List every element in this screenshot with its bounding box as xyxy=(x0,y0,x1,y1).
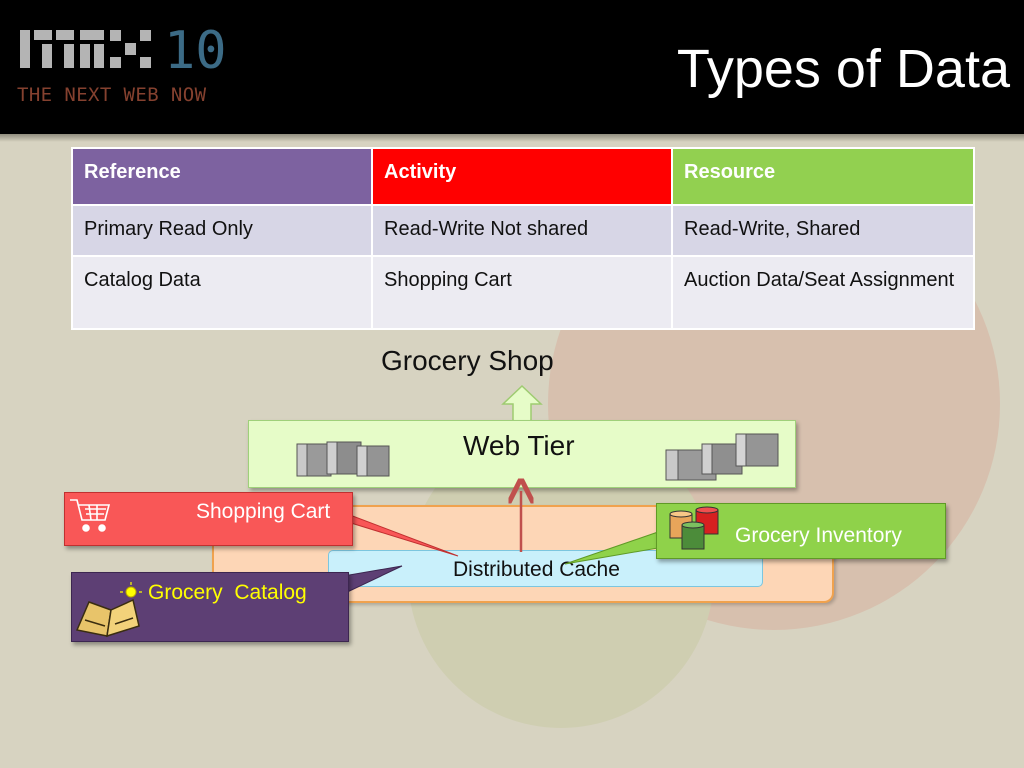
header-bar: 10 THE NEXT WEB NOW Types of Data xyxy=(0,0,1024,134)
shopping-cart-label: Shopping Cart xyxy=(196,500,331,523)
table-row: Primary Read Only Read-Write Not shared … xyxy=(71,204,975,257)
web-tier-label: Web Tier xyxy=(463,430,575,461)
open-book-icon xyxy=(75,582,142,638)
table-cell: Read-Write Not shared xyxy=(371,204,673,257)
logo-number: 10 xyxy=(164,22,227,77)
header-shadow xyxy=(0,134,1024,142)
header-reference: Reference xyxy=(71,147,373,206)
grocery-inventory-label: Grocery Inventory xyxy=(735,524,902,547)
server-rack-icon xyxy=(665,433,779,481)
inventory-pointer xyxy=(564,531,659,565)
table-row: Catalog Data Shopping Cart Auction Data/… xyxy=(71,255,975,330)
shopping-cart-callout xyxy=(64,492,353,546)
table-cell: Catalog Data xyxy=(71,255,373,330)
types-of-data-table: Reference Activity Resource Primary Read… xyxy=(71,147,975,330)
table-cell: Primary Read Only xyxy=(71,204,373,257)
table-header-row: Reference Activity Resource xyxy=(71,147,975,206)
grocery-shop-label: Grocery Shop xyxy=(381,345,554,376)
table-cell: Auction Data/Seat Assignment xyxy=(671,255,975,330)
table-cell: Read-Write, Shared xyxy=(671,204,975,257)
table-cell: Shopping Cart xyxy=(371,255,673,330)
header-activity: Activity xyxy=(371,147,673,206)
database-icon xyxy=(669,506,719,550)
grocery-catalog-label: Grocery Catalog xyxy=(148,581,307,604)
server-rack-icon xyxy=(296,441,390,477)
tagline: THE NEXT WEB NOW xyxy=(17,84,207,106)
shopping-cart-icon xyxy=(70,499,111,532)
distributed-cache-label: Distributed Cache xyxy=(453,558,620,581)
slide-title: Types of Data xyxy=(676,39,1010,99)
header-resource: Resource xyxy=(671,147,975,206)
mix10-logo: 10 xyxy=(20,22,227,77)
